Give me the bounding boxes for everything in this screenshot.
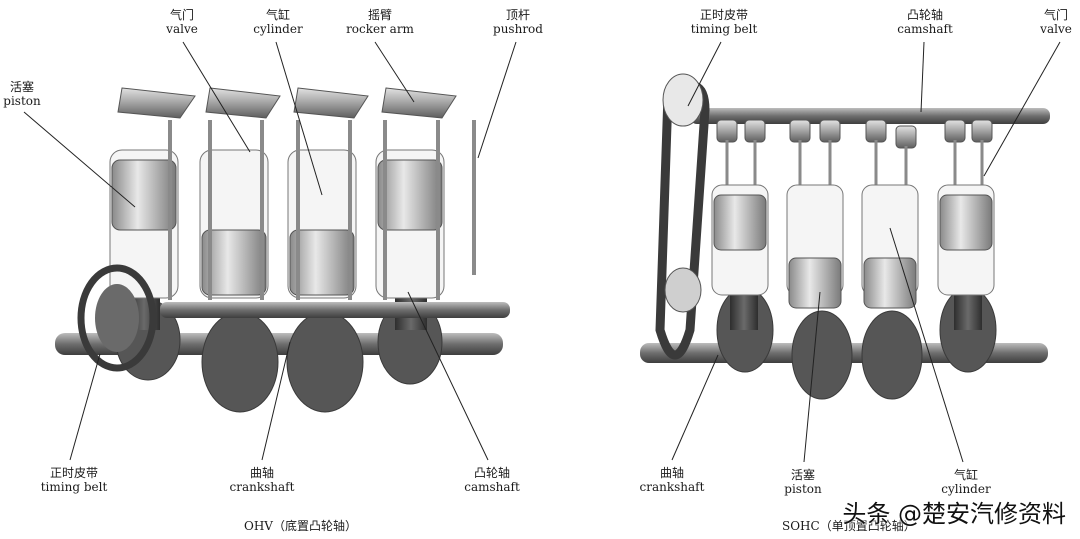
ohv-label-valve-zh: 气门 bbox=[169, 8, 194, 22]
ohv-caption: OHV（底置凸轮轴） bbox=[244, 519, 357, 533]
ohv-label-rocker-arm: 摇臂 rocker arm bbox=[340, 8, 420, 36]
ohv-rocker-arms bbox=[117, 87, 457, 119]
ohv-label-crankshaft-en: crankshaft bbox=[229, 480, 295, 494]
ohv-engine bbox=[55, 87, 510, 413]
ohv-camshaft bbox=[160, 302, 510, 318]
ohv-label-rocker-arm-zh: 摇臂 bbox=[367, 8, 392, 22]
ohv-label-pushrod-zh: 顶杆 bbox=[505, 8, 530, 22]
ohv-label-cylinder-zh: 气缸 bbox=[265, 8, 290, 22]
leader-lines bbox=[23, 41, 1061, 463]
sohc-label-valve-zh: 气门 bbox=[1043, 8, 1068, 22]
ohv-pistons bbox=[111, 159, 443, 296]
sohc-label-crankshaft: 曲轴 crankshaft bbox=[630, 466, 714, 494]
sohc-label-valve: 气门 valve bbox=[1034, 8, 1078, 36]
ohv-label-valve-en: valve bbox=[166, 22, 198, 36]
ohv-label-cylinder: 气缸 cylinder bbox=[246, 8, 310, 36]
ohv-pushrods bbox=[168, 120, 476, 300]
sohc-cam-lobes bbox=[716, 119, 993, 149]
sohc-label-cylinder-en: cylinder bbox=[941, 482, 991, 496]
ohv-label-timing-belt-zh: 正时皮带 bbox=[49, 466, 98, 480]
sohc-label-camshaft: 凸轮轴 camshaft bbox=[888, 8, 962, 36]
sohc-label-piston-en: piston bbox=[784, 482, 822, 496]
watermark: 头条 @楚安汽修资料 bbox=[842, 500, 1066, 528]
sohc-label-cylinder: 气缸 cylinder bbox=[934, 468, 998, 496]
ohv-label-piston-en: piston bbox=[3, 94, 41, 108]
sohc-label-timing-belt-zh: 正时皮带 bbox=[699, 8, 748, 22]
ohv-label-piston-zh: 活塞 bbox=[9, 80, 34, 94]
sohc-label-camshaft-zh: 凸轮轴 bbox=[906, 8, 943, 22]
sohc-label-valve-en: valve bbox=[1040, 22, 1072, 36]
ohv-label-timing-belt-en: timing belt bbox=[40, 480, 108, 494]
sohc-label-timing-belt-en: timing belt bbox=[690, 22, 758, 36]
sohc-label-timing-belt: 正时皮带 timing belt bbox=[684, 8, 764, 36]
sohc-label-crankshaft-en: crankshaft bbox=[639, 480, 705, 494]
sohc-label-camshaft-en: camshaft bbox=[897, 22, 953, 36]
sohc-pistons bbox=[713, 194, 993, 309]
ohv-label-valve: 气门 valve bbox=[158, 8, 206, 36]
ohv-label-crankshaft: 曲轴 crankshaft bbox=[220, 466, 304, 494]
sohc-label-piston: 活塞 piston bbox=[780, 468, 826, 496]
sohc-label-piston-zh: 活塞 bbox=[790, 468, 815, 482]
ohv-label-camshaft: 凸轮轴 camshaft bbox=[452, 466, 532, 494]
sohc-caption: SOHC（单顶置凸轮轴） bbox=[782, 519, 916, 533]
ohv-label-timing-belt: 正时皮带 timing belt bbox=[34, 466, 114, 494]
ohv-label-pushrod: 顶杆 pushrod bbox=[486, 8, 550, 36]
ohv-label-cylinder-en: cylinder bbox=[253, 22, 303, 36]
ohv-label-camshaft-en: camshaft bbox=[464, 480, 520, 494]
ohv-label-piston: 活塞 piston bbox=[0, 80, 44, 108]
sohc-label-cylinder-zh: 气缸 bbox=[953, 468, 978, 482]
ohv-timing-belt bbox=[77, 264, 157, 372]
sohc-engine bbox=[640, 73, 1050, 400]
ohv-label-pushrod-en: pushrod bbox=[493, 22, 543, 36]
ohv-label-camshaft-zh: 凸轮轴 bbox=[473, 466, 510, 480]
ohv-label-rocker-arm-en: rocker arm bbox=[346, 22, 414, 36]
sohc-label-crankshaft-zh: 曲轴 bbox=[659, 466, 684, 480]
ohv-label-crankshaft-zh: 曲轴 bbox=[249, 466, 274, 480]
